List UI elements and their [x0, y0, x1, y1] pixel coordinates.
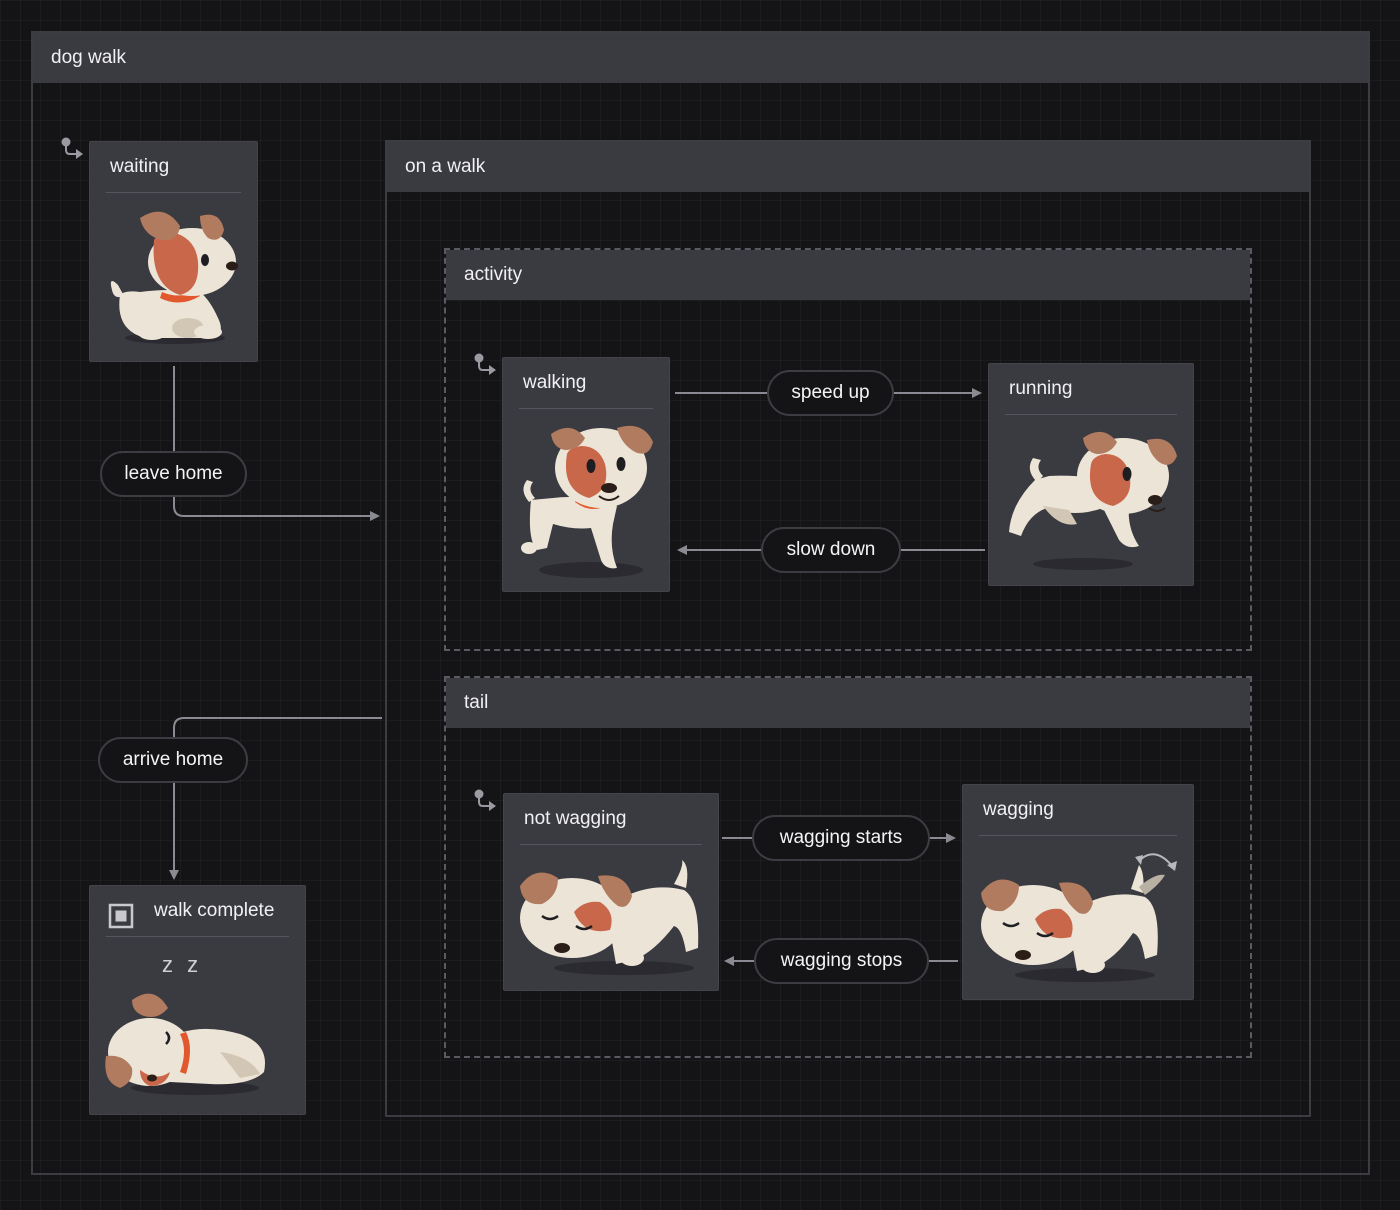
arrow-leave-home: [173, 366, 380, 521]
state-walk-complete[interactable]: walk complete z z: [89, 885, 306, 1115]
region-activity[interactable]: activity: [444, 248, 1252, 651]
initial-state-icon: [474, 353, 496, 375]
state-wagging[interactable]: wagging: [962, 784, 1194, 1000]
state-on-a-walk-title: on a walk: [387, 142, 1309, 192]
state-waiting[interactable]: waiting: [89, 141, 258, 362]
event-slow-down[interactable]: slow down: [761, 527, 901, 573]
state-not-wagging[interactable]: not wagging: [503, 793, 719, 991]
state-walking-title: walking: [523, 372, 587, 393]
dog-running-illustration: [999, 424, 1189, 574]
state-walking[interactable]: walking: [502, 357, 670, 592]
initial-state-icon: [61, 137, 83, 159]
divider: [106, 192, 241, 193]
initial-state-icon: [474, 789, 496, 811]
event-leave-home[interactable]: leave home: [100, 451, 247, 497]
wag-motion-icon: [1135, 853, 1177, 871]
divider: [520, 844, 702, 845]
state-not-wagging-title: not wagging: [524, 808, 627, 829]
state-walk-complete-title: walk complete: [154, 900, 275, 921]
state-on-a-walk[interactable]: on a walk: [385, 140, 1311, 1117]
state-running-title: running: [1009, 378, 1073, 399]
state-running[interactable]: running: [988, 363, 1194, 586]
region-tail[interactable]: tail: [444, 676, 1252, 1058]
event-wagging-stops[interactable]: wagging stops: [754, 938, 929, 984]
state-waiting-title: waiting: [110, 156, 170, 177]
region-tail-title: tail: [446, 678, 1250, 728]
divider: [106, 936, 289, 937]
event-wagging-starts[interactable]: wagging starts: [752, 815, 930, 861]
machine-frame-dog-walk: dog walk: [31, 31, 1370, 1175]
state-wagging-title: wagging: [983, 799, 1054, 820]
event-speed-up[interactable]: speed up: [767, 370, 894, 416]
divider: [1005, 414, 1177, 415]
final-state-icon: [108, 903, 134, 929]
dog-sitting-illustration: [100, 200, 250, 350]
dog-wagging-tail-illustration: [975, 863, 1171, 989]
sleep-zz-text: z z: [162, 952, 203, 977]
machine-title: dog walk: [33, 33, 1368, 83]
divider: [519, 408, 653, 409]
dog-walking-illustration: [513, 420, 663, 580]
dog-still-tail-illustration: [514, 856, 710, 982]
event-arrive-home[interactable]: arrive home: [98, 737, 248, 783]
divider: [979, 835, 1177, 836]
arrow-arrive-home: [169, 717, 382, 880]
dog-sleeping-illustration: [100, 982, 280, 1100]
region-activity-title: activity: [446, 250, 1250, 300]
